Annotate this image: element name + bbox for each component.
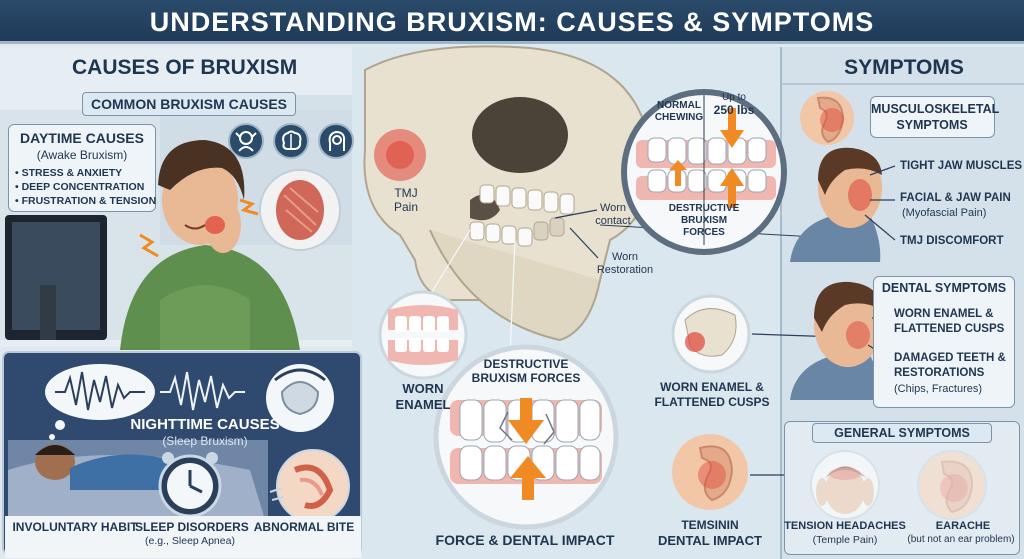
worn-enamel-symptom: WORN ENAMEL & FLATTENED CUSPS: [894, 308, 1005, 335]
daytime-title: DAYTIME CAUSES: [20, 130, 144, 146]
brain-icon: [273, 123, 309, 159]
skull-teeth: [469, 184, 575, 247]
involuntary-habit-label: INVOLUNTARY HABIT: [12, 520, 138, 534]
man-profile-dental: [790, 281, 882, 400]
airway-bubble: [276, 449, 350, 523]
nighttime-subtitle: (Sleep Bruxism): [162, 434, 248, 448]
sleep-disorders-note: (e.g., Sleep Apnea): [145, 535, 235, 547]
daytime-item: • DEEP CONCENTRATION: [15, 181, 145, 193]
damaged-teeth-note: (Chips, Fractures): [894, 383, 983, 395]
tension-headaches-note: (Temple Pain): [812, 534, 878, 546]
common-causes-label: COMMON BRUXISM CAUSES: [82, 92, 297, 116]
ear-circle: [672, 434, 748, 510]
man-profile-muscles: [790, 147, 882, 262]
musculoskeletal-title: MUSCULOSKELETAL SYMPTOMS: [871, 102, 1000, 132]
tmj-discomfort-label: TMJ DISCOMFORT: [900, 235, 1004, 247]
cpap-bubble: [266, 364, 334, 432]
abnormal-bite-label: ABNORMAL BITE: [253, 520, 355, 534]
page-title: UNDERSTANDING BRUXISM: CAUSES & SYMPTOMS: [149, 7, 875, 37]
causes-header: CAUSES OF BRUXISM: [72, 56, 298, 79]
earache-label: EARACHE: [935, 520, 991, 532]
symptoms-header: SYMPTOMS: [844, 56, 964, 79]
tension-headaches-label: TENSION HEADACHES: [784, 520, 906, 532]
general-title: GENERAL SYMPTOMS: [812, 423, 992, 443]
head-tension-icon: [318, 123, 354, 159]
night-cause-labels: [5, 516, 361, 558]
musculoskeletal-box: MUSCULOSKELETAL SYMPTOMS: [870, 96, 1000, 138]
normal-chewing-label: NORMAL CHEWING: [654, 100, 704, 123]
daytime-item: • FRUSTRATION & TENSION: [15, 195, 157, 207]
jaw-muscle-bubble: [259, 169, 341, 251]
tight-jaw-label: TIGHT JAW MUSCLES: [900, 160, 1023, 172]
dental-impact-label: DENTAL IMPACT: [658, 533, 762, 548]
earache-note: (but not an ear problem): [907, 534, 1015, 545]
daytime-subtitle: (Awake Bruxism): [36, 148, 128, 162]
sleep-disorders-label: SLEEP DISORDERS: [135, 520, 249, 534]
up-to-label: Up to: [722, 92, 746, 103]
daytime-causes-box: DAYTIME CAUSES (Awake Bruxism) • STRESS …: [8, 124, 156, 212]
force-impact-label: FORCE & DENTAL IMPACT: [435, 532, 615, 548]
facial-pain-label: FACIAL & JAW PAIN: [900, 192, 1011, 204]
skull-illustration: [363, 45, 652, 342]
worn-enamel-circle: [378, 290, 468, 380]
force-value-label: 250 lbs: [713, 103, 755, 117]
daytime-item: • STRESS & ANXIETY: [15, 167, 123, 179]
temsinin-label: TEMSININ: [681, 518, 739, 532]
worn-enamel-label: WORN ENAMEL: [395, 381, 451, 412]
stressed-woman: [120, 140, 300, 350]
dental-title: DENTAL SYMPTOMS: [881, 281, 1007, 295]
ear-icon-top: [800, 91, 854, 145]
title-bar: UNDERSTANDING BRUXISM: CAUSES & SYMPTOMS: [0, 0, 1024, 44]
worn-enamel-cusps-label: WORN ENAMEL & FLATTENED CUSPS: [654, 380, 770, 409]
computer-monitor: [5, 215, 107, 340]
damaged-teeth-symptom: DAMAGED TEETH & RESTORATIONS: [894, 352, 1006, 379]
jaw-joint-circle: [671, 294, 751, 374]
destructive-forces-small: DESTRUCTIVE BRUXISM FORCES: [668, 203, 740, 238]
symptoms-divider: [782, 83, 1024, 85]
sound-wave-bubble: [45, 364, 155, 440]
destructive-forces-big: DESTRUCTIVE BRUXISM FORCES: [471, 357, 581, 385]
worn-contact-label: Worn contact: [595, 202, 631, 227]
destructive-forces-magnifier: [433, 344, 619, 530]
chewing-force-magnifier: [621, 89, 787, 255]
general-symptoms-box: [784, 421, 1020, 555]
facial-pain-note: (Myofascial Pain): [902, 207, 987, 219]
alarm-clock-icon: [158, 452, 222, 518]
worn-restoration-label: Worn Restoration: [596, 251, 654, 276]
anxiety-icon: [228, 123, 264, 159]
dental-symptoms-box: DENTAL SYMPTOMS WORN ENAMEL & FLATTENED …: [873, 276, 1015, 408]
nighttime-title: NIGHTTIME CAUSES: [130, 416, 280, 433]
